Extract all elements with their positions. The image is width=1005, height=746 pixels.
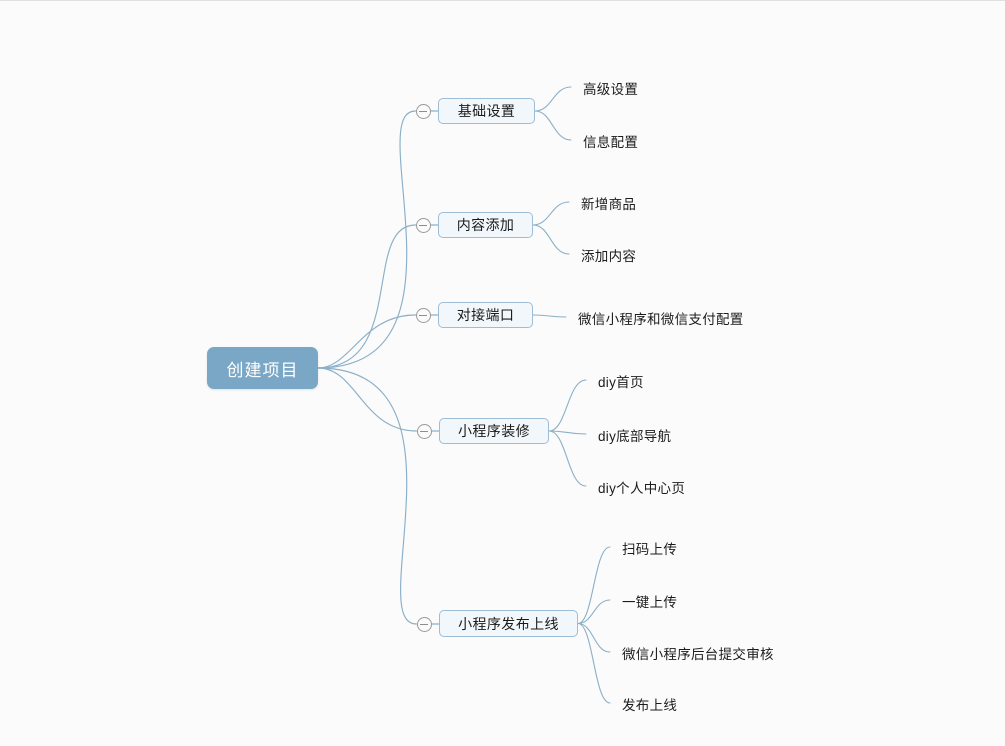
leaf-node-miniprogram-release-2[interactable]: 微信小程序后台提交审核 — [622, 646, 774, 662]
leaf-node-miniprogram-release-1[interactable]: 一键上传 — [622, 594, 678, 610]
leaf-node-miniprogram-release-3[interactable]: 发布上线 — [622, 697, 678, 713]
window-top-divider — [0, 0, 1005, 1]
leaf-node-miniprogram-decoration-1[interactable]: diy底部导航 — [598, 428, 672, 444]
branch-node-content-add[interactable]: 内容添加 — [438, 212, 533, 238]
leaf-node-miniprogram-release-0[interactable]: 扫码上传 — [622, 541, 678, 557]
root-node[interactable]: 创建项目 — [207, 347, 318, 389]
collapse-toggle-basic-settings[interactable] — [415, 103, 431, 119]
branch-node-basic-settings[interactable]: 基础设置 — [438, 98, 535, 124]
collapse-toggle-miniprogram-release[interactable] — [416, 616, 432, 632]
collapse-toggle-miniprogram-decoration[interactable] — [416, 423, 432, 439]
leaf-node-miniprogram-decoration-2[interactable]: diy个人中心页 — [598, 480, 686, 496]
branch-node-miniprogram-release[interactable]: 小程序发布上线 — [439, 610, 578, 637]
branch-node-miniprogram-decoration[interactable]: 小程序装修 — [439, 418, 549, 444]
leaf-node-interface-docking-0[interactable]: 微信小程序和微信支付配置 — [578, 311, 744, 327]
leaf-node-basic-settings-1[interactable]: 信息配置 — [583, 134, 639, 150]
leaf-node-basic-settings-0[interactable]: 高级设置 — [583, 81, 639, 97]
leaf-node-miniprogram-decoration-0[interactable]: diy首页 — [598, 374, 644, 390]
collapse-toggle-interface-docking[interactable] — [415, 307, 431, 323]
leaf-node-content-add-1[interactable]: 添加内容 — [581, 248, 637, 264]
collapse-toggle-content-add[interactable] — [415, 217, 431, 233]
leaf-node-content-add-0[interactable]: 新增商品 — [581, 196, 637, 212]
branch-node-interface-docking[interactable]: 对接端口 — [438, 302, 533, 328]
